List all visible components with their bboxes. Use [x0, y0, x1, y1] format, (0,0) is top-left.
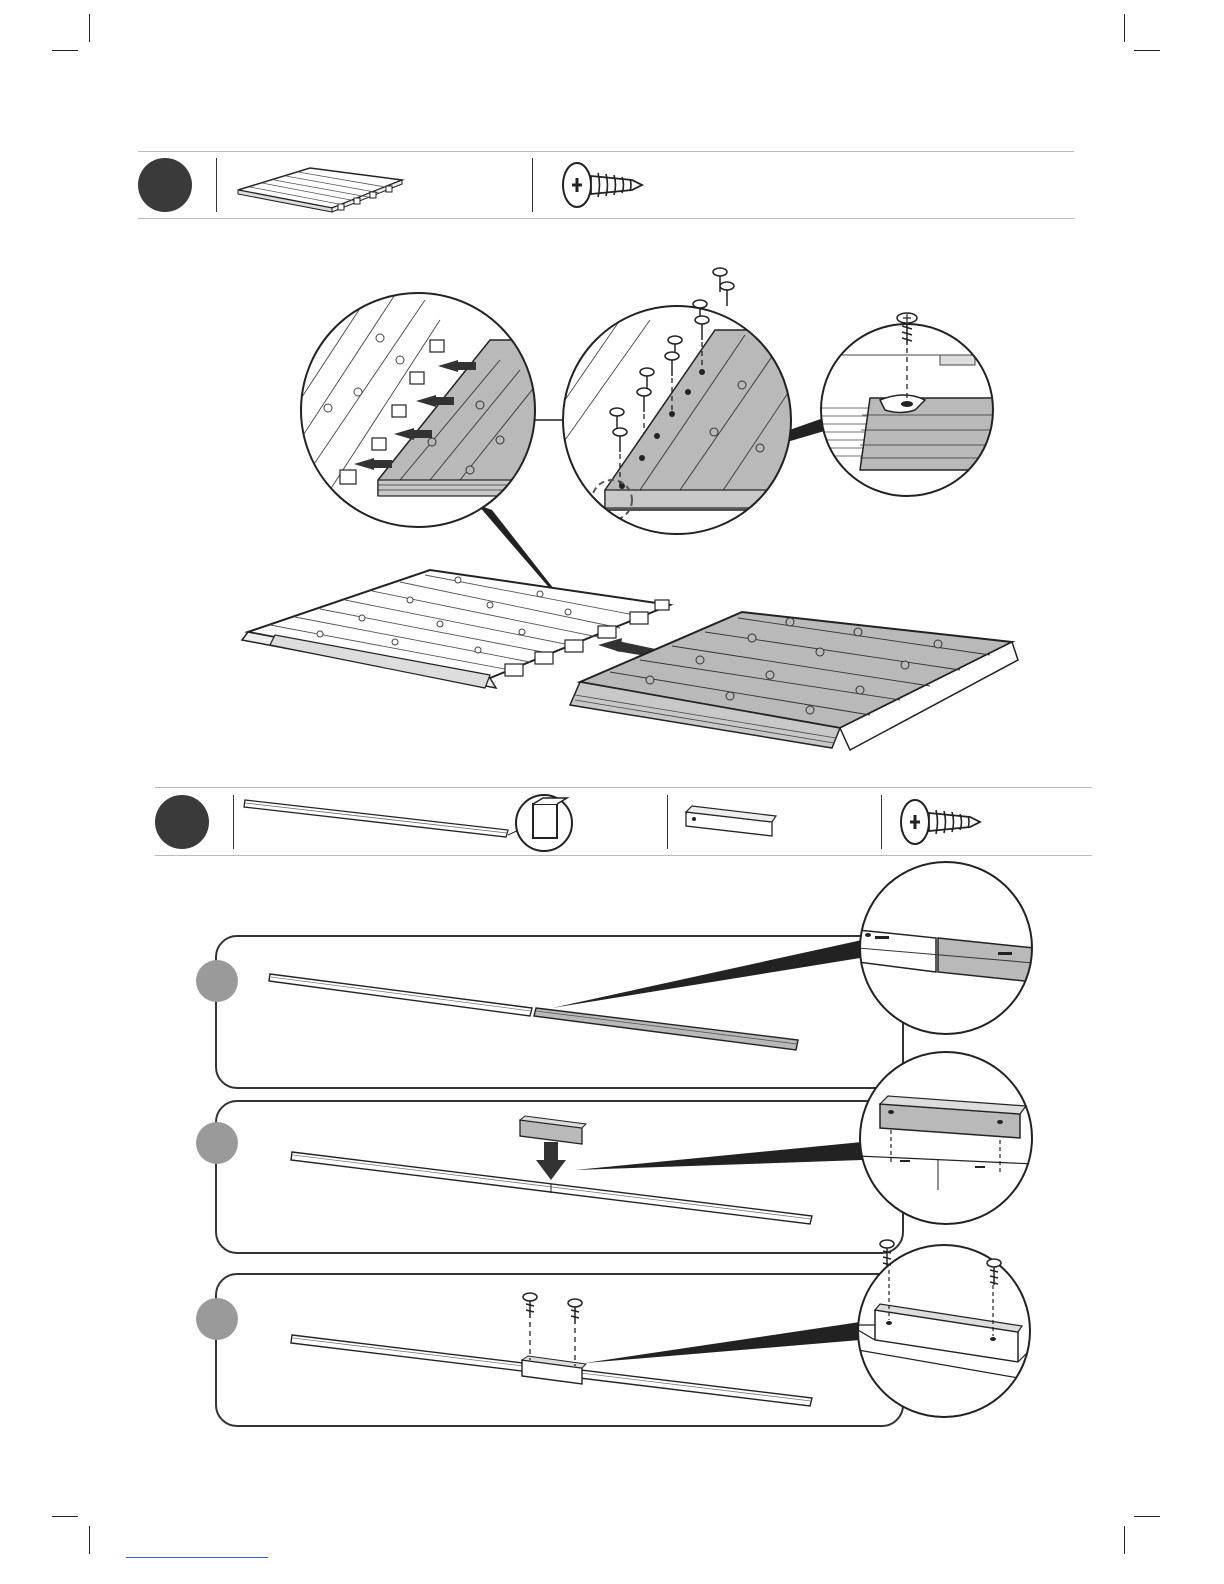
zoom-pointer [575, 1142, 862, 1170]
bracket-down-arrow-icon [520, 1116, 586, 1180]
beam-right-shaded [534, 1008, 798, 1050]
beam-left [269, 974, 532, 1016]
screw-pair [523, 1293, 582, 1324]
zoom-pointer [552, 940, 862, 1008]
zoom-pointer [585, 1322, 860, 1363]
page-link-underline [126, 1557, 268, 1558]
